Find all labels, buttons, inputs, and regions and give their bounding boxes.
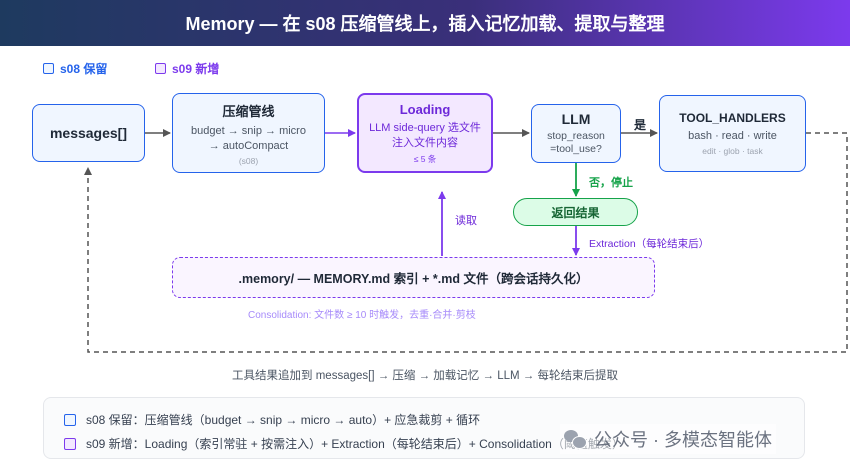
loading-title: Loading: [399, 101, 451, 117]
tools-title: TOOL_HANDLERS: [679, 111, 786, 125]
extraction-label: Extraction（每轮结束后）: [589, 238, 710, 250]
bottom-legend-row-s09: s09 新增：Loading（索引常驻 + 按需注入）+ Extraction（…: [64, 435, 624, 452]
loading-node: Loading LLM side-query 选文件 注入文件内容 ≤ 5 条: [357, 93, 493, 173]
header-banner: Memory — 在 s08 压缩管线上，插入记忆加载、提取与整理: [0, 0, 850, 46]
read-label: 读取: [455, 215, 477, 227]
llm-node: LLM stop_reason =tool_use?: [531, 104, 621, 163]
watermark-text: 公众号 · 多模态智能体: [594, 430, 772, 450]
tools-node: TOOL_HANDLERS bash · read · write edit ·…: [659, 95, 806, 172]
purple-square-icon: [155, 63, 166, 74]
bottom-legend-row-s08: s08 保留：压缩管线（budget → snip → micro → auto…: [64, 411, 480, 428]
blue-square-icon: [64, 413, 76, 426]
result-title: 返回结果: [551, 205, 600, 220]
legend-s08-label: s08 保留: [60, 62, 108, 76]
wechat-icon: [564, 428, 587, 450]
loading-line2: 注入文件内容: [392, 136, 458, 149]
compress-node: 压缩管线 budget → snip → micro → autoCompact…: [172, 93, 325, 173]
compress-note: (s08): [238, 155, 259, 166]
consolidation-label: Consolidation: 文件数 ≥ 10 时触发，去重·合并·剪枝: [248, 310, 476, 321]
legend-s09-label: s09 新增: [172, 62, 220, 76]
loading-line1: LLM side-query 选文件: [369, 121, 481, 134]
yes-label: 是: [634, 118, 647, 132]
arrow-tools-loop-back: [84, 132, 848, 353]
blue-square-icon: [43, 63, 54, 74]
flow-caption: 工具结果追加到 messages[] → 压缩 → 加载记忆 → LLM → 每…: [232, 370, 618, 382]
memory-store-node: .memory/ — MEMORY.md 索引 + *.md 文件（跨会话持久化…: [172, 257, 655, 298]
loading-note: ≤ 5 条: [413, 153, 437, 164]
legend-s09: s09 新增: [155, 60, 219, 77]
memory-title: .memory/ — MEMORY.md 索引 + *.md 文件（跨会话持久化…: [238, 272, 589, 286]
tools-note: edit · glob · task: [702, 146, 763, 156]
page-title: Memory — 在 s08 压缩管线上，插入记忆加载、提取与整理: [185, 14, 665, 34]
llm-title: LLM: [561, 111, 591, 127]
tools-line1: bash · read · write: [688, 130, 777, 142]
legend-s08: s08 保留: [43, 60, 107, 77]
no-stop-label: 否，停止: [589, 177, 633, 189]
llm-line1: stop_reason: [547, 130, 605, 142]
bottom-legend-text-s08: s08 保留：压缩管线（budget → snip → micro → auto…: [86, 413, 481, 427]
compress-line1: budget → snip → micro: [191, 124, 306, 137]
watermark: 公众号 · 多模态智能体: [560, 424, 776, 454]
messages-node: messages[]: [32, 104, 145, 162]
result-node: 返回结果: [513, 198, 638, 226]
llm-line2: =tool_use?: [550, 143, 602, 155]
compress-title: 压缩管线: [222, 103, 275, 119]
compress-line2: → autoCompact: [208, 139, 289, 152]
messages-title: messages[]: [49, 125, 128, 141]
bottom-legend-text-s09: s09 新增：Loading（索引常驻 + 按需注入）+ Extraction（…: [86, 437, 624, 451]
purple-square-icon: [64, 437, 76, 450]
